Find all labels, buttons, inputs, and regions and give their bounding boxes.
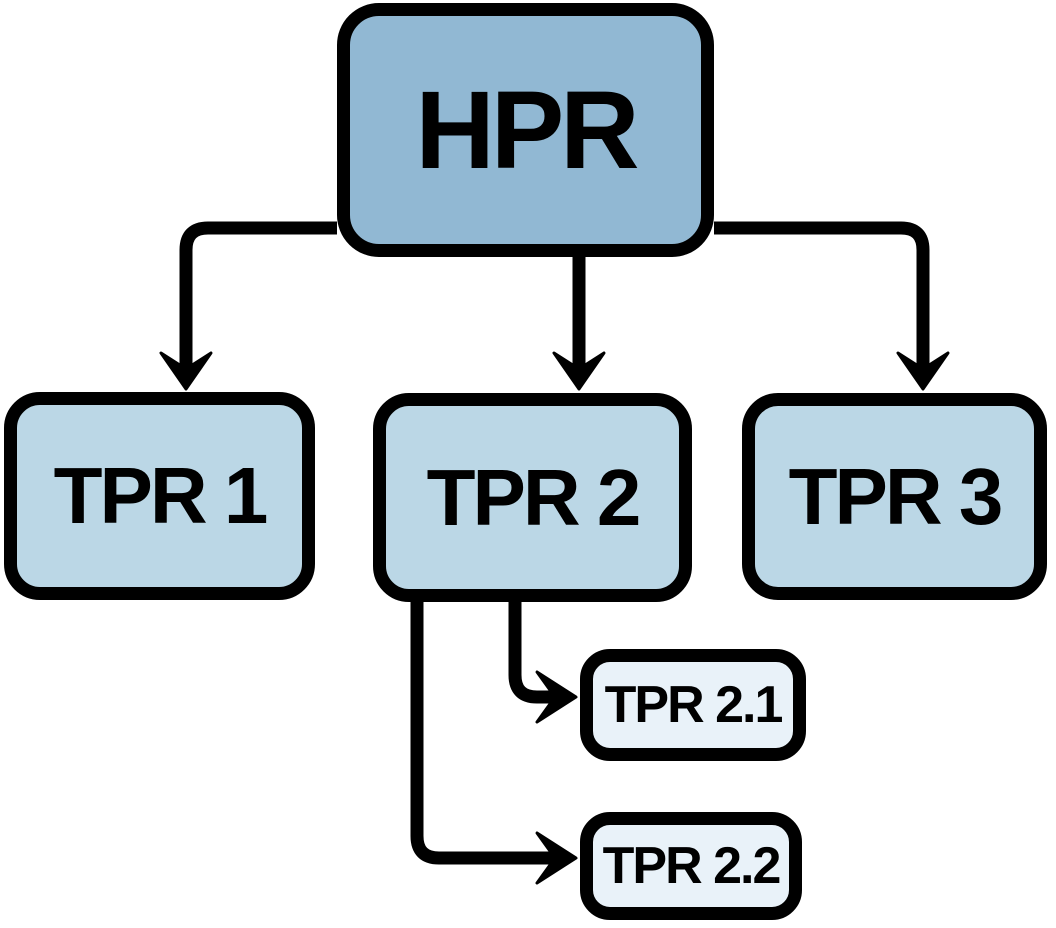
node-tpr-2-1: TPR 2.1 — [580, 649, 806, 761]
arrowhead-right-tpr22-icon — [535, 831, 578, 885]
node-tpr-3-label: TPR 3 — [788, 451, 1004, 541]
node-hpr-label: HPR — [415, 68, 639, 192]
arrowhead-down-tpr2-icon — [552, 351, 606, 391]
node-tpr-1: TPR 1 — [4, 392, 315, 600]
connector-hpr-tpr1 — [179, 221, 337, 373]
node-tpr-3: TPR 3 — [742, 393, 1047, 600]
node-tpr-2-2: TPR 2.2 — [580, 812, 802, 920]
arrowhead-down-tpr1-icon — [159, 351, 213, 391]
node-tpr-1-label: TPR 1 — [53, 451, 269, 540]
node-tpr-2-label: TPR 2 — [426, 452, 642, 542]
node-hpr: HPR — [337, 3, 714, 257]
arrowhead-right-tpr21-icon — [535, 670, 578, 724]
node-tpr-2-2-label: TPR 2.2 — [602, 837, 782, 895]
node-tpr-2-1-label: TPR 2.1 — [604, 676, 784, 734]
connector-tpr2-tpr22 — [410, 600, 560, 865]
connector-tpr2-tpr21 — [508, 600, 560, 704]
connector-hpr-tpr3 — [714, 221, 930, 373]
arrowhead-down-tpr3-icon — [896, 351, 950, 391]
node-tpr-2: TPR 2 — [373, 393, 692, 602]
